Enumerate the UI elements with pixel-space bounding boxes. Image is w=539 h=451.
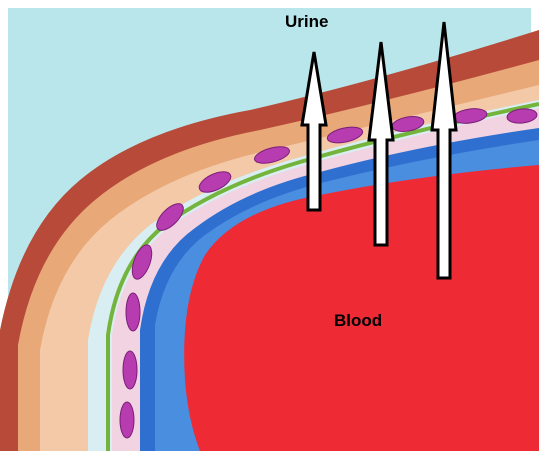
muscle-cell bbox=[123, 351, 137, 389]
blood-label: Blood bbox=[334, 311, 382, 331]
muscle-cell bbox=[120, 402, 134, 438]
muscle-cell bbox=[126, 293, 140, 331]
urine-label: Urine bbox=[285, 12, 328, 32]
